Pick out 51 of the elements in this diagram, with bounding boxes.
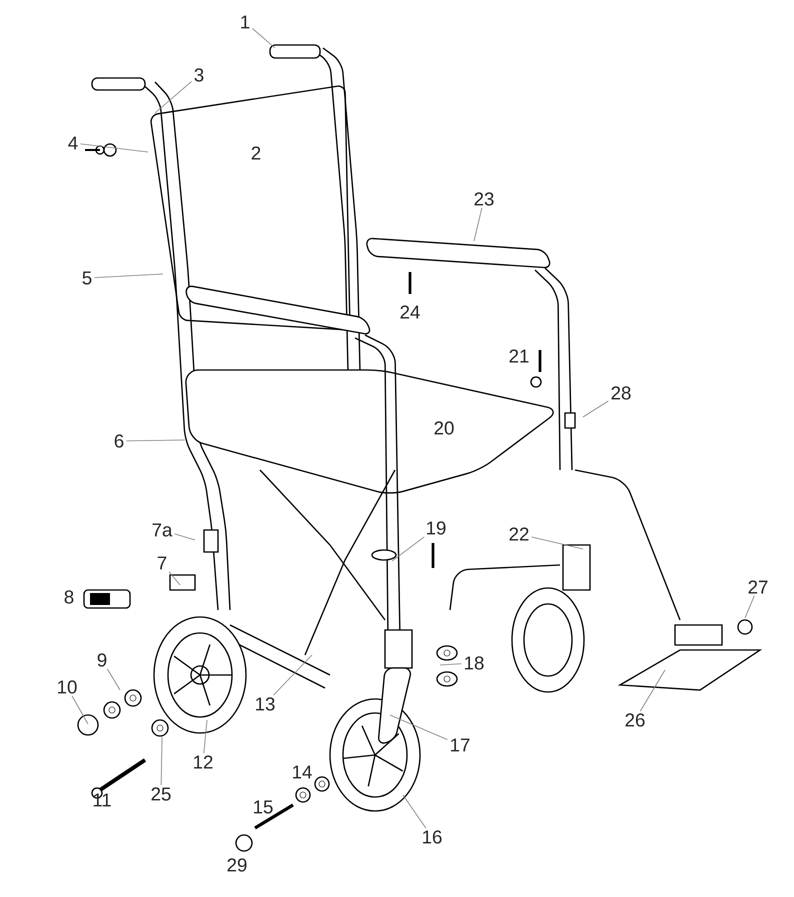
callout-number: 6	[114, 434, 124, 448]
callout-number: 15	[254, 800, 273, 814]
callout-number: 20	[434, 421, 454, 435]
leader-line	[402, 794, 426, 829]
leader-line	[744, 595, 755, 618]
leader-line	[252, 28, 276, 48]
callout-number: 24	[400, 305, 420, 319]
leader-line	[273, 654, 312, 696]
leader-line	[203, 720, 208, 754]
callout-number: 2	[252, 146, 260, 160]
leader-line	[168, 571, 180, 586]
callout-number: 29	[228, 858, 246, 872]
leader-line	[160, 736, 162, 786]
callout-number: 13	[256, 697, 275, 711]
leader-line	[174, 533, 196, 540]
callout-number: 11	[94, 794, 111, 806]
callout-number: 27	[748, 580, 768, 594]
leader-line	[106, 668, 120, 690]
callout-number: 23	[474, 192, 494, 206]
leader-line	[72, 695, 88, 724]
callout-number: 4	[68, 136, 78, 150]
callout-number: 3	[194, 68, 204, 82]
callout-number: 1	[241, 16, 250, 28]
callout-number: 22	[510, 527, 528, 541]
callout-number: 16	[423, 830, 442, 844]
leader-line	[80, 144, 148, 152]
callout-number: 25	[152, 787, 171, 801]
callout-number: 21	[510, 349, 528, 363]
callout-number: 5	[82, 272, 92, 285]
leader-line	[390, 714, 448, 740]
callout-number: 10	[58, 680, 77, 694]
leader-line	[392, 536, 425, 562]
leader-line	[154, 81, 192, 114]
callout-number: 26	[626, 713, 645, 727]
callout-number: 7a	[152, 524, 172, 537]
callout-number: 28	[612, 386, 631, 400]
callout-number: 18	[465, 656, 484, 670]
callout-number: 17	[451, 738, 470, 752]
leader-line	[640, 670, 666, 712]
leader-line	[531, 536, 584, 550]
callout-number: 8	[64, 590, 74, 604]
callout-number: 12	[194, 755, 212, 769]
leader-line	[440, 663, 462, 666]
leader-line	[94, 274, 164, 278]
callout-number: 19	[427, 521, 446, 535]
leader-line	[126, 440, 186, 442]
leader-line	[474, 207, 482, 242]
callout-number: 7	[158, 556, 166, 570]
leader-line	[582, 400, 609, 418]
callout-number: 9	[98, 653, 106, 667]
callout-number: 14	[293, 766, 312, 778]
